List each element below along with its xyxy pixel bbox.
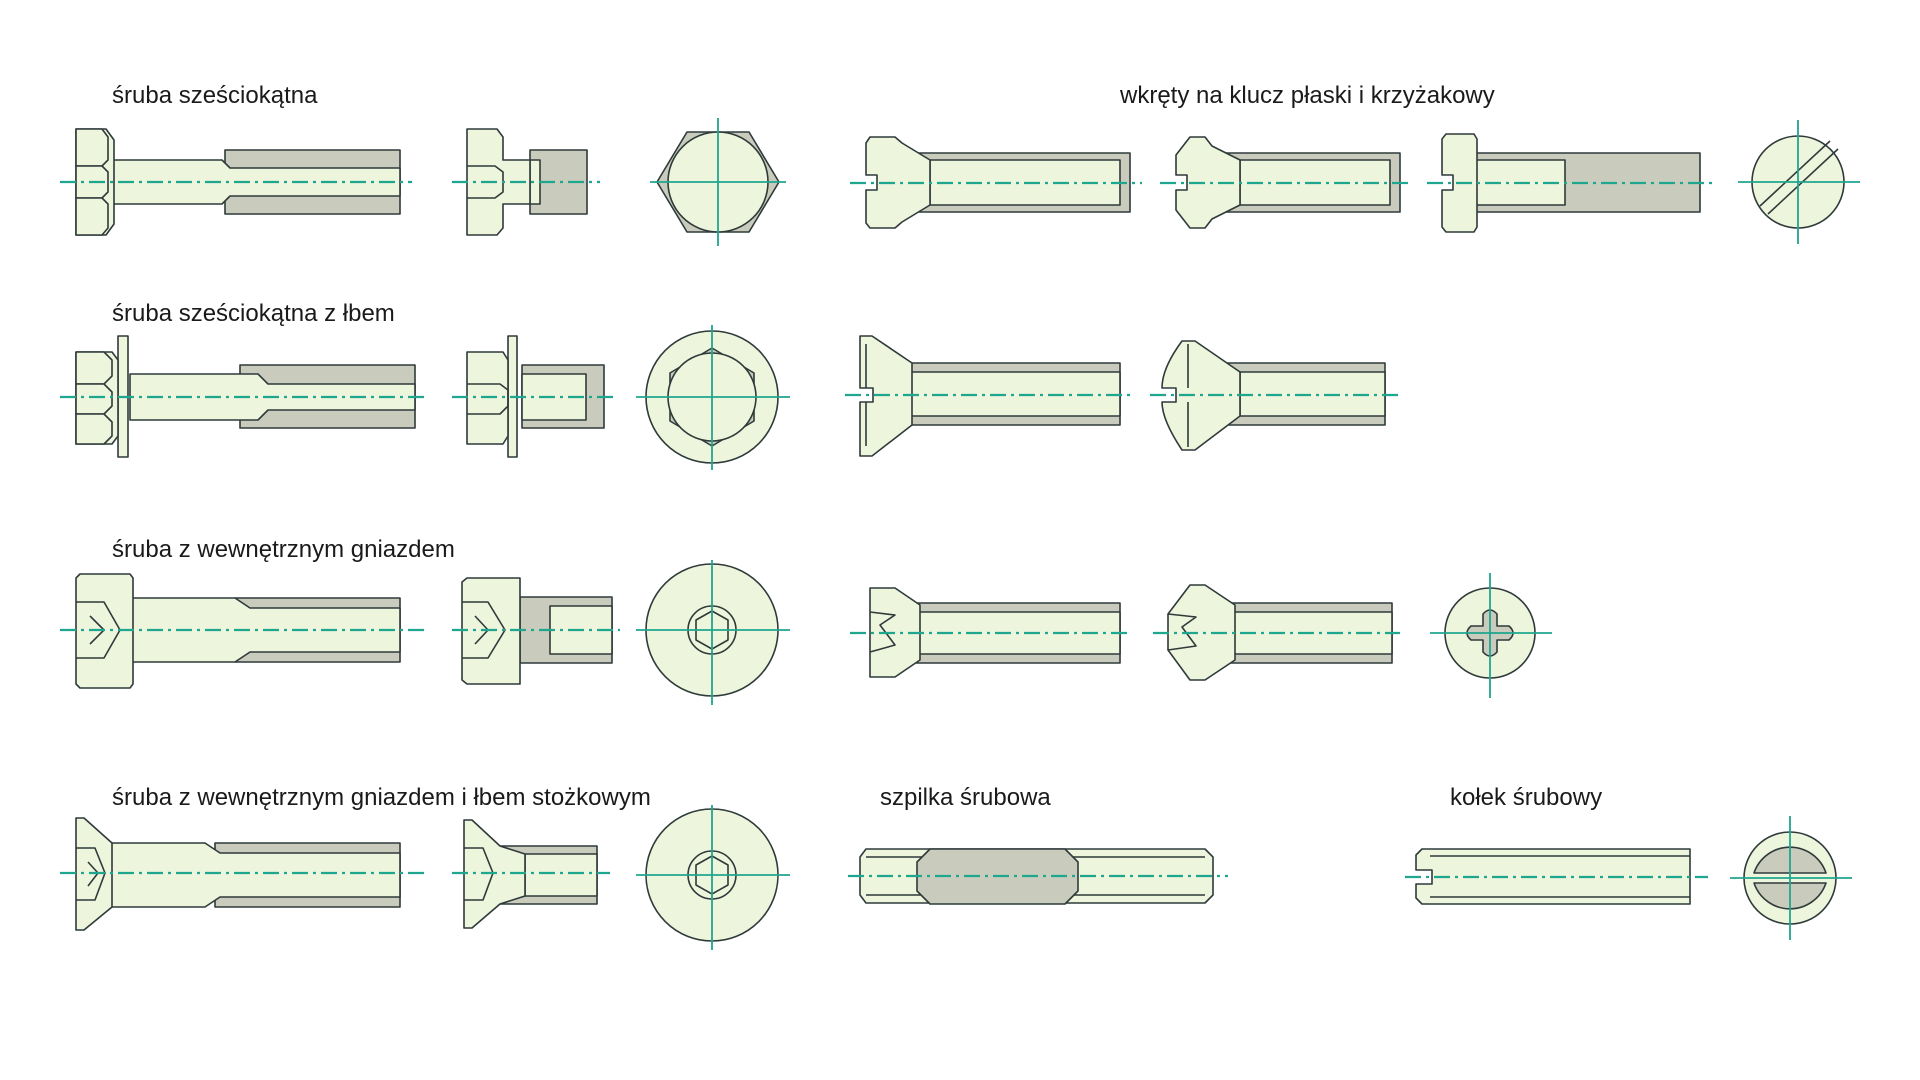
label-socket-bolt: śruba z wewnętrznym gniazdem	[112, 536, 455, 563]
label-hex-bolt: śruba sześciokątna	[112, 82, 318, 109]
hex-bolt-top-view	[650, 118, 786, 246]
hex-flange-bolt-top-view	[636, 325, 790, 470]
hex-flange-bolt-section-view	[452, 335, 615, 458]
label-stud: szpilka śrubowa	[880, 784, 1051, 811]
cross-pan-screw-side	[1153, 584, 1400, 681]
socket-bolt-section-view	[452, 577, 620, 685]
socket-countersunk-bolt-section-view	[452, 819, 610, 929]
socket-countersunk-bolt-side-view	[60, 817, 425, 931]
label-slot-cross-screws: wkręty na klucz płaski i krzyżakowy	[1119, 82, 1495, 109]
slotted-pan-screw-side	[1160, 136, 1412, 229]
hex-bolt-side-view	[60, 128, 412, 236]
socket-bolt-top-view	[636, 560, 790, 705]
socket-bolt-side-view	[60, 573, 425, 689]
hex-flange-bolt-side-view	[60, 335, 425, 458]
slotted-cheese-screw-side	[850, 136, 1142, 229]
label-socket-countersunk-bolt: śruba z wewnętrznym gniazdem i łbem stoż…	[112, 784, 651, 811]
slotted-countersunk-screw-side	[845, 335, 1130, 457]
slotted-cylinder-screw-side	[1427, 133, 1712, 233]
label-hex-flange-bolt: śruba sześciokątna z łbem	[112, 300, 395, 327]
label-set-screw: kołek śrubowy	[1450, 784, 1602, 811]
hex-bolt-section-view	[452, 128, 600, 236]
stud-side-view	[848, 848, 1228, 905]
slotted-screw-top-view	[1738, 120, 1860, 244]
socket-countersunk-bolt-top-view	[636, 805, 790, 950]
set-screw-top-view	[1730, 816, 1852, 940]
cross-screw-top-view	[1430, 573, 1552, 698]
cross-countersunk-screw-side	[850, 587, 1128, 678]
slotted-raised-countersunk-screw-side	[1150, 340, 1398, 451]
set-screw-side-view	[1405, 848, 1708, 905]
